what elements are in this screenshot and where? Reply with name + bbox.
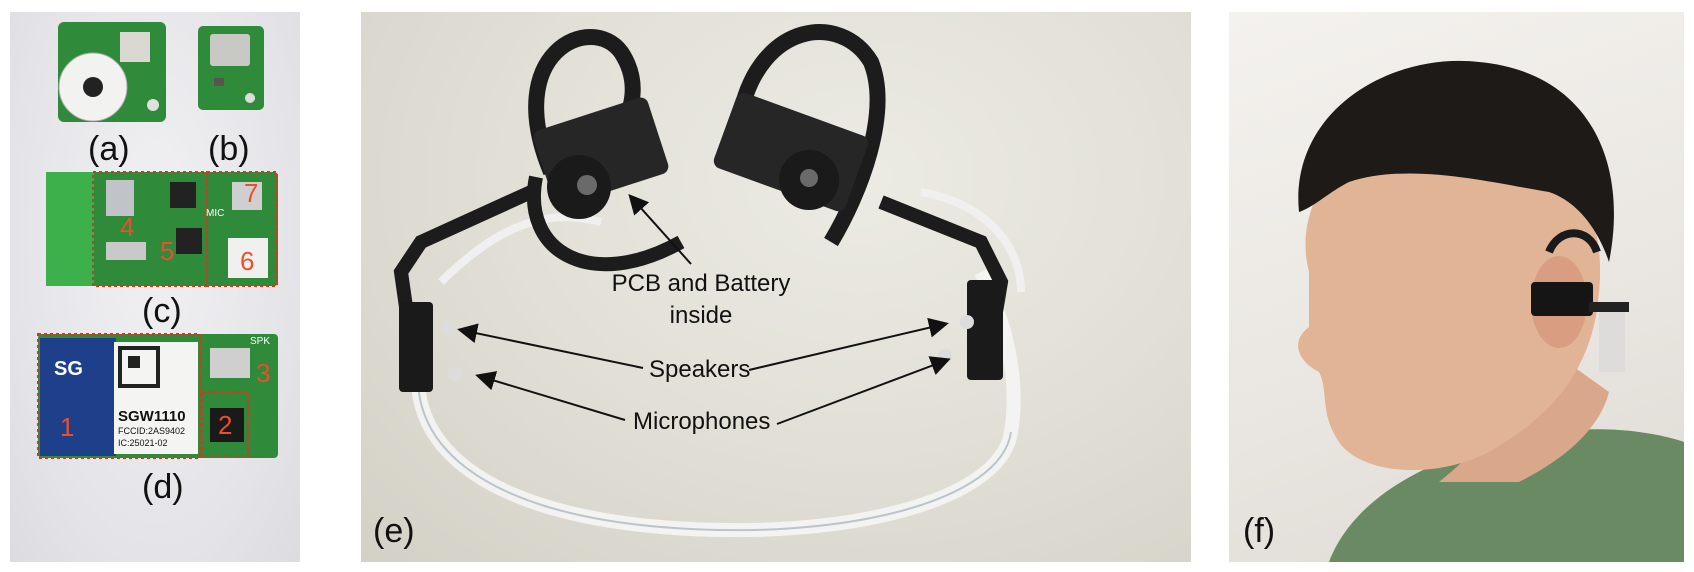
label-e: (e) xyxy=(373,512,415,550)
mic-board-a xyxy=(58,22,166,122)
left-earpiece xyxy=(393,29,685,392)
wearer-drawing xyxy=(1298,60,1684,562)
headset-photo: PCB and Battery inside Speakers Micropho… xyxy=(361,12,1191,562)
worn-earpiece xyxy=(1531,282,1593,316)
component-number-7: 7 xyxy=(244,178,259,208)
mic-silkscreen: MIC xyxy=(206,208,225,219)
label-c: (c) xyxy=(142,292,182,330)
sensor-board-b xyxy=(198,26,264,110)
module-logo-text: SG xyxy=(54,358,83,380)
spk-silkscreen: SPK xyxy=(250,336,271,347)
label-a: (a) xyxy=(88,130,130,168)
microphones-annotation: Microphones xyxy=(633,408,771,435)
label-f: (f) xyxy=(1243,512,1276,550)
component-number-4: 4 xyxy=(120,212,135,242)
module-name-text: SGW1110 xyxy=(118,408,186,425)
label-b: (b) xyxy=(208,130,250,168)
component-number-3: 3 xyxy=(256,358,271,388)
component-number-5: 5 xyxy=(160,236,175,266)
ic-id-text: IC:25021-02 xyxy=(118,438,168,448)
component-number-2: 2 xyxy=(218,410,233,440)
main-board-c xyxy=(46,171,278,287)
component-number-6: 6 xyxy=(240,246,255,276)
headset-drawing xyxy=(393,24,1025,538)
label-d: (d) xyxy=(142,468,184,506)
component-number-1: 1 xyxy=(60,412,75,442)
wearer-photo: (f) xyxy=(1229,12,1684,562)
speakers-annotation: Speakers xyxy=(649,356,751,383)
pcb-battery-annotation: PCB and Battery inside xyxy=(611,268,791,332)
pcb-battery-line2: inside xyxy=(669,302,733,329)
annotation-arrows xyxy=(457,194,951,425)
pcb-components-drawing xyxy=(37,22,278,459)
right-earpiece xyxy=(713,24,1009,380)
radio-board-d xyxy=(37,333,278,459)
pcb-components-photo: (a) (b) (c) (d) 4 5 6 7 1 2 3 SGW1110 SG… xyxy=(10,12,300,562)
fcc-id-text: FCCID:2AS9402 xyxy=(118,426,186,436)
pcb-battery-line1: PCB and Battery xyxy=(611,270,791,297)
